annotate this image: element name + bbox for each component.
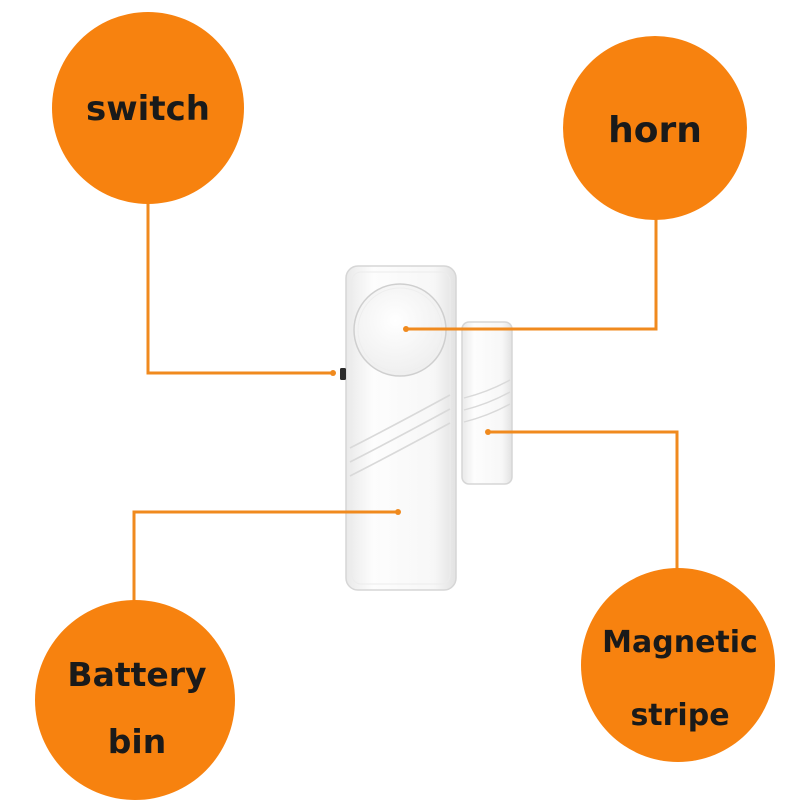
horn-leader-line (406, 205, 658, 331)
alarm-main-unit (340, 265, 457, 591)
callout-switch-circle (52, 12, 244, 204)
switch-slot (340, 368, 346, 380)
callout-battery-circle (35, 600, 235, 800)
callout-switch: switch (52, 12, 244, 204)
callout-horn: horn (563, 36, 747, 220)
switch-leader-dot (330, 370, 336, 376)
callout-magnetic-circle (581, 568, 775, 762)
callout-magnetic: Magnetic stripe (581, 568, 775, 762)
magnetic-leader-line (488, 430, 679, 575)
alarm-main-bevel (351, 271, 451, 585)
switch-leader-line (146, 178, 333, 375)
callout-battery-line2: bin (108, 722, 166, 761)
callout-magnetic-line1: Magnetic (602, 625, 758, 660)
magnet-unit (461, 321, 513, 485)
magnetic-leader-dot (485, 429, 491, 435)
callout-horn-circle (563, 36, 747, 220)
battery-leader-dot (395, 509, 401, 515)
callout-magnetic-line2: stripe (630, 698, 729, 733)
battery-leader-line (132, 510, 398, 622)
callout-battery-line1: Battery (67, 655, 206, 694)
callout-battery: Battery bin (35, 600, 235, 800)
callout-switch-label: switch (86, 89, 210, 129)
magnet-wave-grooves (463, 379, 511, 423)
alarm-wave-grooves (349, 394, 451, 477)
horn-leader-dot (403, 326, 409, 332)
callout-horn-label: horn (608, 110, 702, 151)
